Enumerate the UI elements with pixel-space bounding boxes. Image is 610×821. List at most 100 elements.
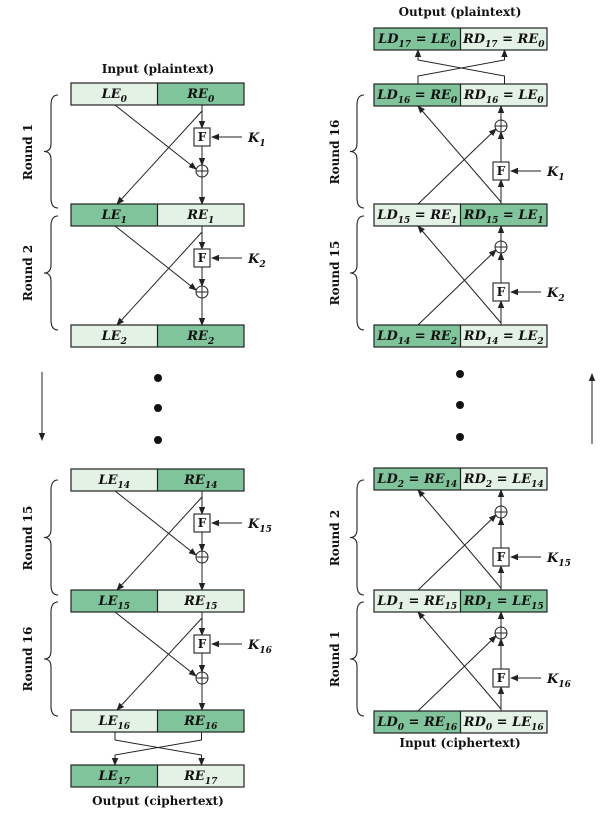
right-ellipsis-dot xyxy=(456,433,464,441)
right-r15-ld-to-xor xyxy=(417,249,497,326)
right-r16-rd-to-ld xyxy=(417,105,502,203)
left-r16-xor xyxy=(195,671,209,685)
left-r15-le-to-xor xyxy=(114,490,197,556)
left-r16-le-to-xor xyxy=(114,611,197,677)
right-row-4-left-cell xyxy=(374,468,461,490)
right-row-3-left-label: LD14 = RE2 xyxy=(376,329,457,347)
right-row-0-left-label: LD17 = LE0 xyxy=(377,32,457,50)
left-row-0-left-label: LE0 xyxy=(101,87,128,105)
right-round16-label: Round 16 xyxy=(328,120,342,185)
right-brace-round2 xyxy=(349,479,365,596)
left-r16-re-to-le xyxy=(116,617,203,711)
right-r2-f-box-label: F xyxy=(497,550,506,564)
left-row-4-left-label: LE15 xyxy=(97,594,130,612)
right-r16-ld-to-xor xyxy=(417,128,497,205)
right-r16-xor xyxy=(494,119,508,133)
left-round16-label: Round 16 xyxy=(21,627,35,692)
right-row-3-right-label: RD14 = LE2 xyxy=(463,329,544,347)
left-row-2-right-label: RE2 xyxy=(186,329,214,347)
left-row-0-right-label: RE0 xyxy=(186,87,215,105)
right-row-4-right-cell xyxy=(460,468,547,490)
right-r16-f-box-label: F xyxy=(497,164,506,178)
left-brace-round2 xyxy=(43,215,59,331)
left-row-3-left-cell xyxy=(71,469,158,491)
right-row-1-left-cell xyxy=(374,84,461,106)
left-row-2-left-label: LE2 xyxy=(101,329,127,347)
right-row-1-right-label: RD16 = LE0 xyxy=(463,88,545,106)
right-round2-label: Round 2 xyxy=(328,510,342,566)
right-r1-key: K16 xyxy=(546,672,572,690)
right-r2-key: K15 xyxy=(546,551,571,569)
left-row-6-right-label: RE17 xyxy=(183,769,218,787)
left-row-1-left-cell xyxy=(71,204,158,226)
right-r15-key: K2 xyxy=(546,286,565,304)
right-row-2-left-label: LD15 = RE1 xyxy=(376,208,457,226)
right-row-3-left-cell xyxy=(374,325,461,347)
left-r2-re-to-le xyxy=(116,231,203,326)
left-r15-key: K15 xyxy=(247,517,272,535)
left-r1-le-to-xor xyxy=(114,104,197,170)
right-r15-f-box-label: F xyxy=(497,285,506,299)
left-row-4-right-label: RE15 xyxy=(183,594,217,612)
left-row-6-left-label: LE17 xyxy=(97,769,130,787)
right-round15-label: Round 15 xyxy=(328,241,342,306)
left-r2-f-box-label: F xyxy=(198,251,207,265)
left-row-1-right-cell xyxy=(157,204,244,226)
left-r1-xor xyxy=(195,164,209,178)
left-brace-round1 xyxy=(43,94,59,209)
right-r2-rd-to-ld xyxy=(417,489,502,589)
right-brace-round1 xyxy=(349,601,365,717)
right-row-0-left-cell xyxy=(374,28,461,50)
right-row-4-right-label: RD2 = LE14 xyxy=(463,472,544,490)
right-output-label: Output (plaintext) xyxy=(399,5,522,19)
left-row-4-left-cell xyxy=(71,590,158,612)
left-row-3-right-cell xyxy=(157,469,244,491)
right-brace-round15 xyxy=(349,215,365,331)
right-ellipsis-dot xyxy=(456,401,464,409)
left-row-5-left-cell xyxy=(71,710,158,732)
left-input-label: Input (plaintext) xyxy=(102,62,214,76)
left-row-3-left-label: LE14 xyxy=(97,473,130,491)
right-row-2-right-cell xyxy=(460,204,547,226)
left-r2-le-to-xor xyxy=(114,225,197,291)
right-r1-rd-to-ld xyxy=(417,611,502,710)
right-r16-key: K1 xyxy=(546,165,565,183)
right-row-5-right-cell xyxy=(460,590,547,612)
right-r1-xor xyxy=(494,626,508,640)
right-r2-xor xyxy=(494,505,508,519)
right-row-0-right-label: RD17 = RE0 xyxy=(462,32,545,50)
left-row-0-left-cell xyxy=(71,83,158,105)
right-row-1-left-label: LD16 = RE0 xyxy=(376,88,458,106)
right-r15-xor xyxy=(494,240,508,254)
left-r16-key: K16 xyxy=(247,638,273,656)
left-ellipsis-dot xyxy=(154,374,162,382)
right-r2-ld-to-xor xyxy=(417,514,497,591)
right-row-0-right-cell xyxy=(460,28,547,50)
left-round2-label: Round 2 xyxy=(21,245,35,301)
left-brace-round15 xyxy=(43,479,59,596)
right-row-3-right-cell xyxy=(460,325,547,347)
left-round1-label: Round 1 xyxy=(21,124,35,180)
left-r16-f-box-label: F xyxy=(198,637,207,651)
right-row-1-right-cell xyxy=(460,84,547,106)
left-row-1-right-label: RE1 xyxy=(186,208,214,226)
left-row-3-right-label: RE14 xyxy=(183,473,217,491)
left-row-2-left-cell xyxy=(71,325,158,347)
left-swap-r-to-l xyxy=(111,732,202,766)
left-swap-l-to-r xyxy=(114,732,205,766)
right-r1-ld-to-xor xyxy=(417,635,497,712)
right-row-5-right-label: RD1 = LE15 xyxy=(463,594,544,612)
right-row-4-left-label: LD2 = RE14 xyxy=(376,472,457,490)
left-row-5-right-cell xyxy=(157,710,244,732)
left-round15-label: Round 15 xyxy=(21,506,35,571)
right-row-5-left-label: LD1 = RE15 xyxy=(376,594,457,612)
left-r15-re-to-le xyxy=(116,496,203,591)
right-row-6-right-label: RD0 = LE16 xyxy=(463,715,545,733)
right-r15-rd-to-ld xyxy=(417,225,502,324)
right-row-6-left-label: LD0 = RE16 xyxy=(376,715,458,733)
left-row-4-right-cell xyxy=(157,590,244,612)
right-swap-r-to-l xyxy=(414,49,505,84)
right-input-label: Input (ciphertext) xyxy=(399,736,520,750)
right-row-6-right-cell xyxy=(460,711,547,733)
